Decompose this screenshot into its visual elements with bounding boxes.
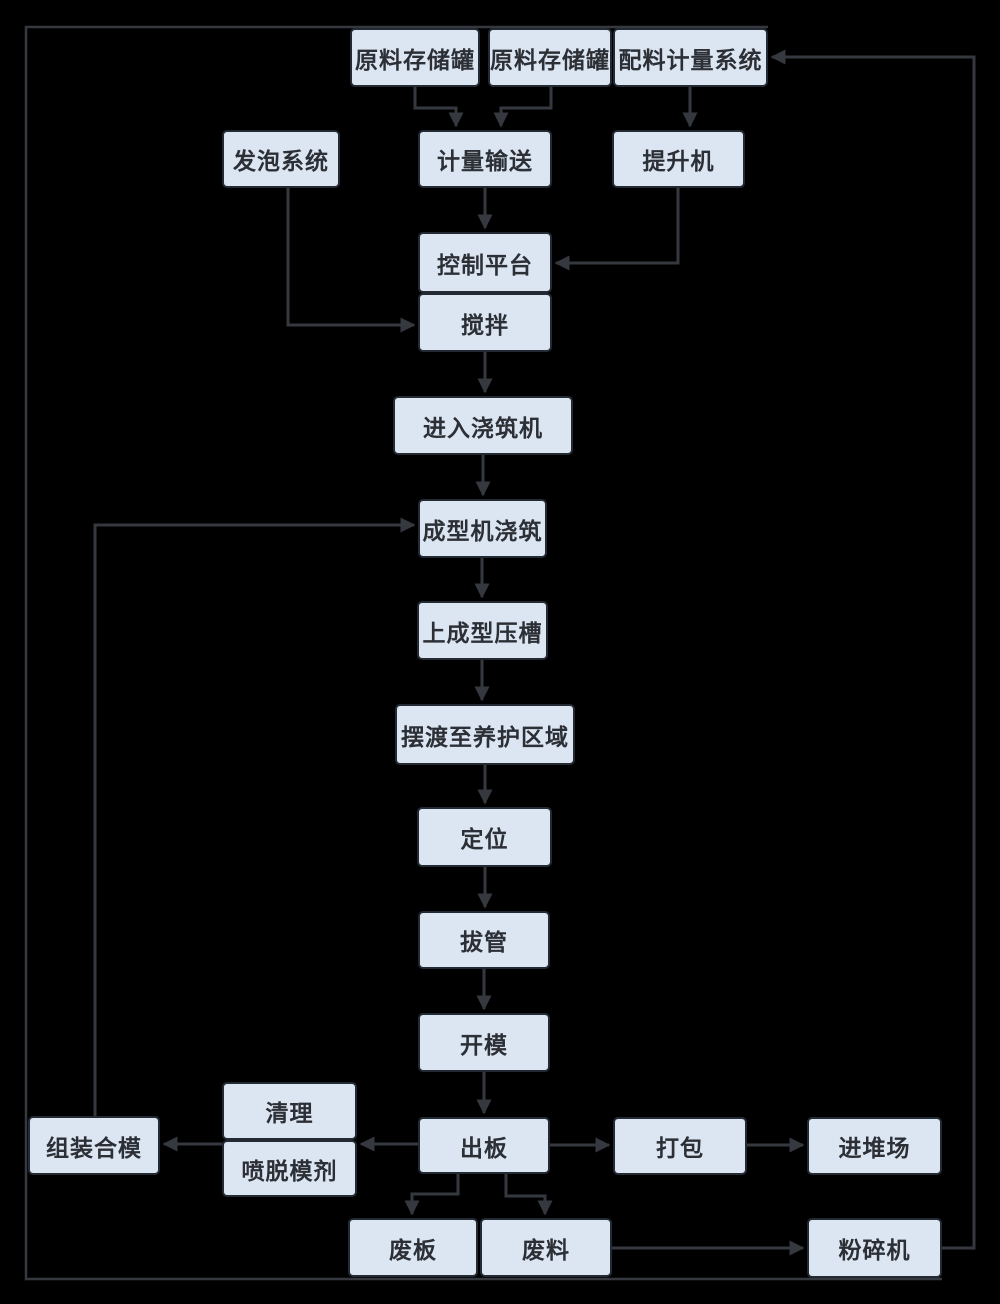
flow-edge-board-output-to-waste-board: [404, 1174, 460, 1216]
flow-node-ferry-to-curing-area: 摆渡至养护区域: [395, 704, 575, 765]
flow-node-label: 控制平台: [437, 252, 533, 278]
flow-node-metering-conveying: 计量输送: [418, 130, 552, 188]
flow-node-label: 成型机浇筑: [422, 518, 543, 544]
flow-node-assemble-close-mold: 组装合模: [28, 1116, 160, 1175]
flow-node-label: 拔管: [460, 930, 508, 955]
flow-node-enter-casting-machine: 进入浇筑机: [393, 396, 573, 455]
flow-edge-hoist-to-control-platform: [554, 188, 680, 271]
flow-node-control-platform: 控制平台: [418, 232, 552, 293]
flow-node-label: 组装合模: [46, 1135, 142, 1161]
flow-node-waste-board: 废板: [348, 1218, 478, 1277]
flow-node-label: 废料: [522, 1237, 570, 1263]
flow-node-label: 原料存储罐: [490, 47, 610, 73]
flow-node-positioning: 定位: [417, 807, 552, 867]
flow-node-forming-machine-casting: 成型机浇筑: [418, 499, 547, 558]
flow-node-crusher: 粉碎机: [807, 1218, 942, 1278]
flow-node-cleaning: 清理: [222, 1082, 357, 1140]
flow-node-mold-opening: 开模: [418, 1013, 550, 1072]
flow-node-label: 喷脱模剂: [241, 1158, 338, 1184]
flow-node-label: 废板: [389, 1237, 437, 1263]
flow-node-waste-material: 废料: [480, 1218, 612, 1277]
flow-node-into-stockyard: 进堆场: [807, 1117, 942, 1175]
flow-edge-assemble-close-mold-to-forming-machine-casting: [93, 517, 416, 1116]
flow-node-raw-material-tank-1: 原料存储罐: [350, 28, 480, 87]
flow-node-label: 摆渡至养护区域: [401, 724, 569, 750]
flow-edge-foaming-system-to-mixing: [286, 188, 416, 333]
flow-node-label: 打包: [656, 1136, 704, 1161]
flow-node-label: 粉碎机: [838, 1238, 911, 1263]
flow-node-label: 定位: [460, 827, 509, 852]
flow-node-forming-press-groove: 上成型压槽: [417, 601, 548, 660]
flow-node-packing: 打包: [613, 1117, 747, 1175]
flow-node-label: 发泡系统: [233, 149, 329, 174]
flow-node-mixing: 搅拌: [418, 293, 552, 352]
flow-edge-crusher-to-batching-metering-system: [770, 49, 976, 1250]
flow-node-hoist: 提升机: [612, 130, 745, 188]
flow-node-label: 计量输送: [437, 149, 533, 174]
flow-node-label: 进入浇筑机: [423, 415, 543, 441]
flow-node-label: 搅拌: [461, 312, 509, 338]
flow-node-label: 提升机: [642, 149, 715, 174]
flow-edge-raw-material-tank-1-to-metering-conveying: [413, 87, 464, 128]
flow-edge-board-output-to-waste-material: [504, 1174, 553, 1216]
flow-node-label: 出板: [460, 1135, 508, 1161]
flow-node-label: 上成型压槽: [422, 620, 543, 646]
diagram-frame-border: [24, 25, 942, 1281]
flow-node-batching-metering-system: 配料计量系统: [613, 28, 768, 87]
flow-node-label: 配料计量系统: [618, 47, 763, 73]
flow-node-board-output: 出板: [418, 1117, 550, 1174]
flow-node-spray-release-agent: 喷脱模剂: [222, 1140, 357, 1197]
flow-node-tube-pulling: 拔管: [418, 911, 550, 969]
flow-node-raw-material-tank-2: 原料存储罐: [488, 28, 612, 87]
flow-node-label: 开模: [460, 1032, 508, 1058]
flow-node-label: 原料存储罐: [355, 47, 475, 73]
flow-edge-raw-material-tank-2-to-metering-conveying: [493, 87, 553, 128]
flow-node-foaming-system: 发泡系统: [222, 130, 340, 188]
flow-node-label: 清理: [265, 1101, 314, 1126]
flow-node-label: 进堆场: [838, 1136, 911, 1161]
